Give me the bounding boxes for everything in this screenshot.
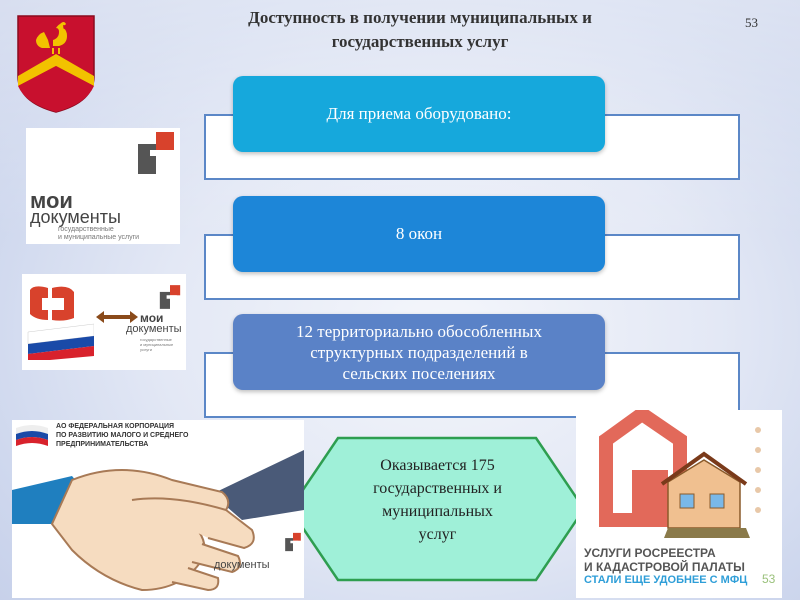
subdivisions-line-2: структурных подразделений в <box>310 342 528 362</box>
pension-fund-logo-icon <box>27 286 94 360</box>
mydocs-emblem-icon <box>138 132 174 174</box>
services-line-2: государственных и <box>373 480 502 497</box>
sme-corporation-panel: АО ФЕДЕРАЛЬНАЯ КОРПОРАЦИЯ ПО РАЗВИТИЮ МА… <box>12 420 304 598</box>
title-line-2: государственных услуг <box>331 32 509 51</box>
subdivisions-box: 12 территориально обособленных структурн… <box>233 314 605 390</box>
mydocs-caption-small-line-2: и муниципальные услуги <box>140 341 174 352</box>
page-number-bottom: 53 <box>762 572 776 586</box>
corp-line-3: ПРЕДПРИНИМАТЕЛЬСТВА <box>56 441 149 448</box>
page-number: 53 <box>745 15 758 30</box>
services-line-1: Оказывается 175 <box>380 457 495 474</box>
russian-flag-icon <box>16 425 48 446</box>
sme-corporation-caption: АО ФЕДЕРАЛЬНАЯ КОРПОРАЦИЯ ПО РАЗВИТИЮ МА… <box>56 422 226 449</box>
subdivisions-line-1: 12 территориально обособленных <box>296 321 542 341</box>
coat-of-arms-icon <box>17 15 95 113</box>
services-line-4: услуг <box>418 526 457 543</box>
rosreestr-caption-3: СТАЛИ ЕЩЕ УДОБНЕЕ С МФЦ <box>584 574 748 586</box>
corp-line-1: АО ФЕДЕРАЛЬНАЯ КОРПОРАЦИЯ <box>56 423 175 430</box>
slide-title: Доступность в получении муниципальных и … <box>180 6 660 54</box>
handshake-icon <box>12 450 304 592</box>
mydocs-caption-line-2: и муниципальные услуги <box>58 234 140 242</box>
mydocs-caption-line-1: государственные <box>58 226 114 233</box>
rosreestr-caption-1: УСЛУГИ РОСРЕЕСТРА <box>584 546 716 560</box>
corp-line-2: ПО РАЗВИТИЮ МАЛОГО И СРЕДНЕГО <box>56 432 189 439</box>
mydocs-title-small: мои <box>140 311 164 325</box>
equipment-heading-text: Для приема оборудовано: <box>326 104 512 123</box>
mydocs-subtitle-small: документы <box>126 323 182 335</box>
mydocs-caption-small: государственные и муниципальные услуги <box>140 337 186 352</box>
title-line-1: Доступность в получении муниципальных и <box>248 8 592 27</box>
services-count-text: Оказывается 175 государственных и муници… <box>335 454 540 546</box>
equipment-heading-box: Для приема оборудовано: <box>233 76 605 152</box>
rosreestr-panel: УСЛУГИ РОСРЕЕСТРА И КАДАСТРОВОЙ ПАЛАТЫ С… <box>576 410 782 598</box>
mydocs-subtitle: документы <box>30 207 121 227</box>
mydocs-caption: государственные и муниципальные услуги <box>58 226 139 243</box>
services-line-3: муниципальных <box>382 503 493 520</box>
windows-count-box: 8 окон <box>233 196 605 272</box>
rosreestr-house-icon <box>599 410 761 538</box>
mydocs-subtitle-corner: документы <box>214 559 270 571</box>
mydocs-caption-small-line-1: государственные <box>140 337 172 342</box>
rosreestr-caption-2: И КАДАСТРОВОЙ ПАЛАТЫ <box>584 560 745 574</box>
windows-count-text: 8 окон <box>395 224 443 243</box>
mydocs-emblem-corner-icon <box>285 532 301 552</box>
pension-fund-mydocs-panel: мои документы государственные и муниципа… <box>22 274 186 370</box>
subdivisions-line-3: сельских поселениях <box>342 363 496 383</box>
mydocs-title: мои <box>30 188 73 213</box>
bidirectional-arrow-icon <box>96 311 138 323</box>
mydocs-logo-panel: мои документы государственные и муниципа… <box>26 128 180 244</box>
mydocs-emblem-small-icon <box>159 285 181 309</box>
